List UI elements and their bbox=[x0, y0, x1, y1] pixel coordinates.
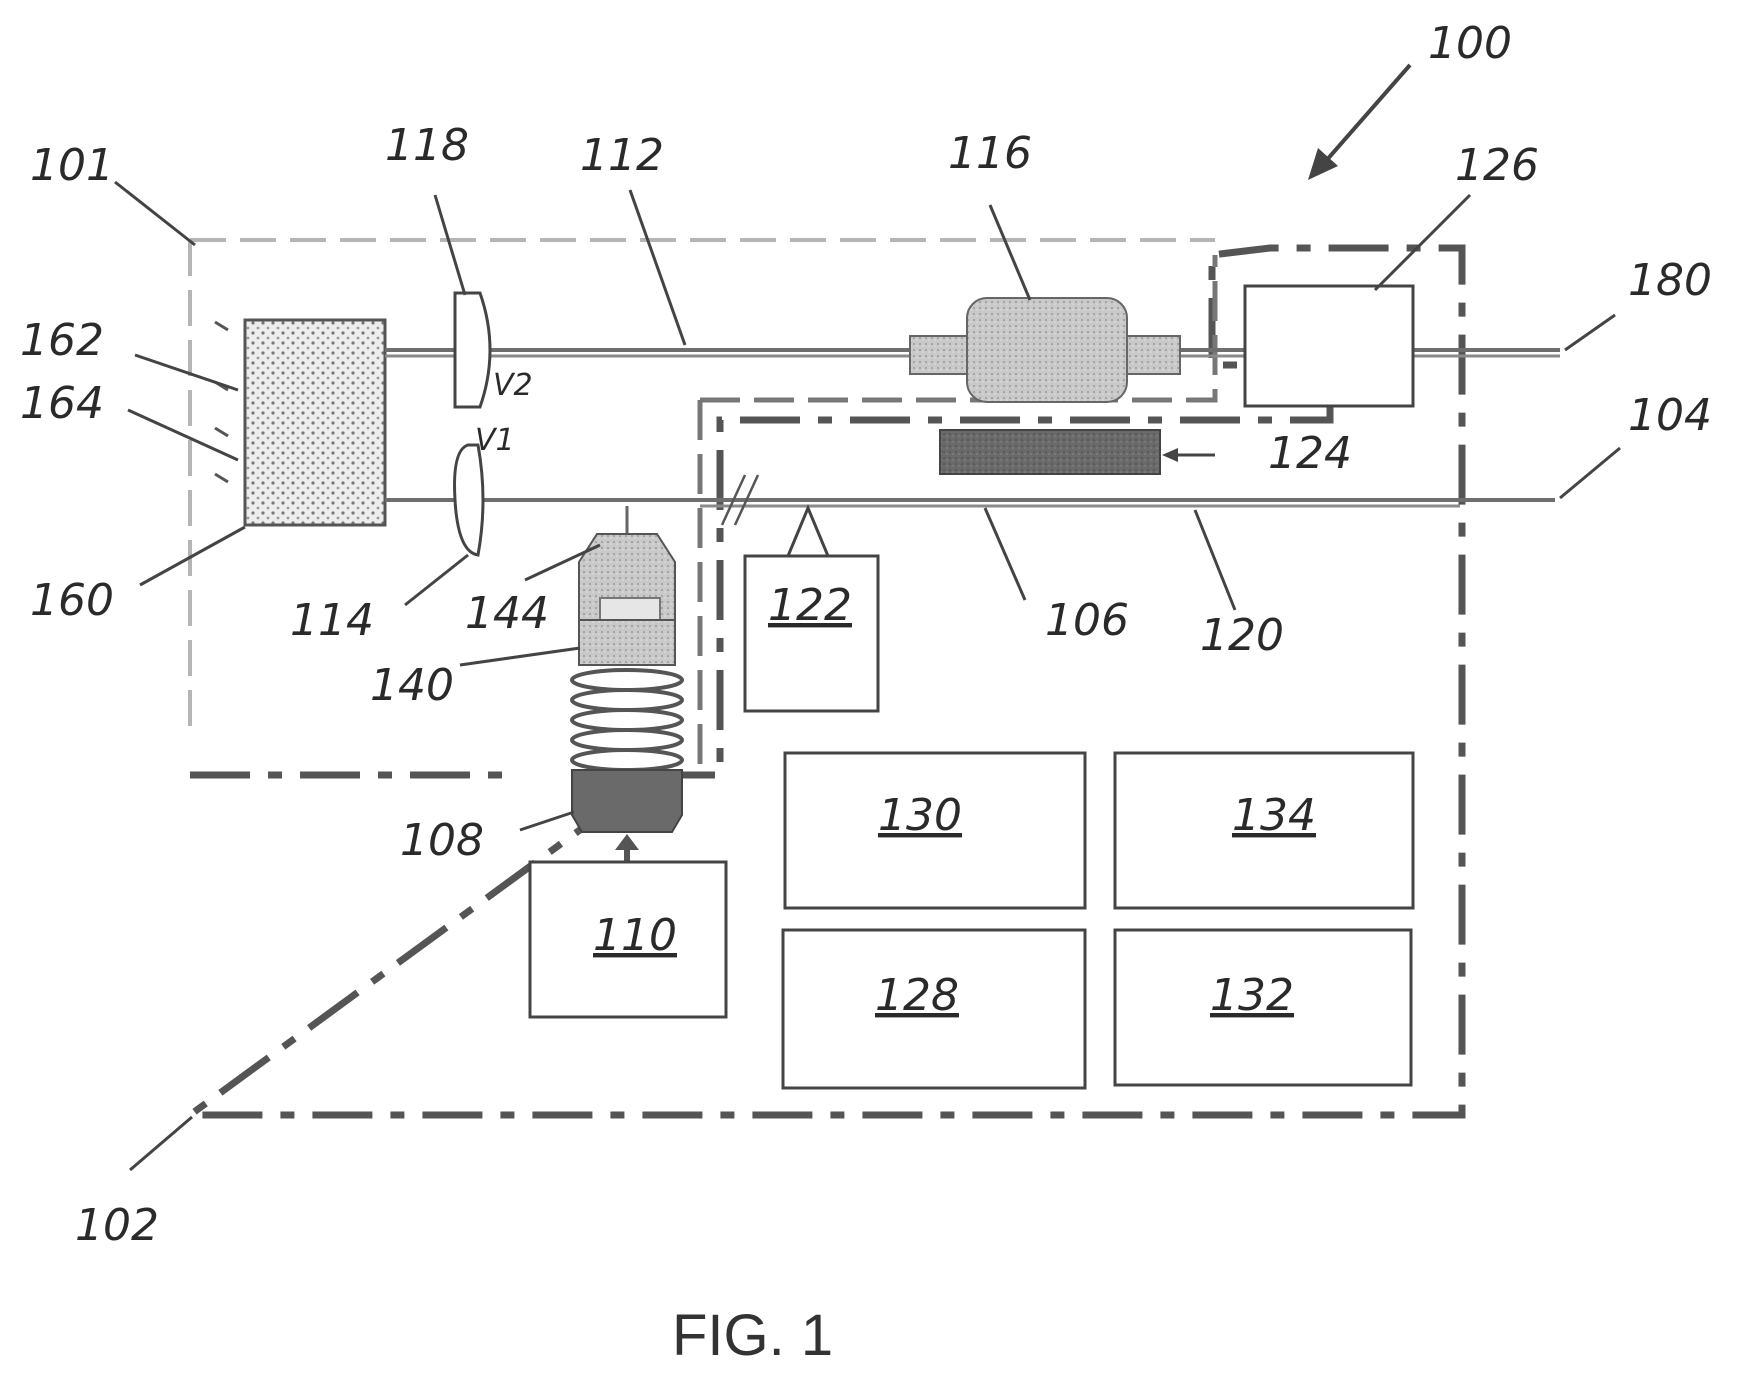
beam-104 bbox=[385, 500, 1555, 506]
emitter-ticks-162-164 bbox=[215, 322, 228, 482]
label-132: 132 bbox=[1210, 970, 1294, 1021]
block-124 bbox=[940, 430, 1160, 474]
label-102: 102 bbox=[75, 1200, 159, 1251]
label-180: 180 bbox=[1628, 255, 1712, 306]
label-106: 106 bbox=[1045, 595, 1129, 646]
arrow-100 bbox=[1308, 65, 1410, 180]
label-144: 144 bbox=[465, 588, 549, 639]
label-162: 162 bbox=[20, 315, 104, 366]
box-122-peak bbox=[788, 508, 828, 556]
lens-118 bbox=[455, 293, 490, 407]
label-114: 114 bbox=[290, 595, 374, 646]
modulator-116 bbox=[910, 298, 1180, 402]
label-101: 101 bbox=[30, 140, 114, 191]
label-122: 122 bbox=[768, 580, 852, 631]
source-160 bbox=[245, 320, 385, 525]
label-v2: V2 bbox=[493, 368, 533, 403]
label-124: 124 bbox=[1268, 428, 1352, 479]
label-160: 160 bbox=[30, 575, 114, 626]
label-100: 100 bbox=[1428, 18, 1512, 69]
label-126: 126 bbox=[1455, 140, 1539, 191]
label-120: 120 bbox=[1200, 610, 1284, 661]
label-116: 116 bbox=[948, 128, 1032, 179]
label-v1: V1 bbox=[475, 423, 515, 458]
lens-114 bbox=[455, 445, 483, 555]
label-128: 128 bbox=[875, 970, 959, 1021]
label-134: 134 bbox=[1232, 790, 1316, 841]
objective-assembly-140 bbox=[572, 506, 682, 770]
label-112: 112 bbox=[580, 130, 664, 181]
label-108: 108 bbox=[400, 815, 484, 866]
box-126 bbox=[1245, 286, 1413, 406]
figure-caption: FIG. 1 bbox=[672, 1303, 833, 1368]
label-130: 130 bbox=[878, 790, 962, 841]
arrow-124-head bbox=[1162, 448, 1178, 462]
stage-108 bbox=[572, 770, 682, 832]
label-118: 118 bbox=[385, 120, 469, 171]
label-110: 110 bbox=[593, 910, 677, 961]
label-104: 104 bbox=[1628, 390, 1712, 441]
label-140: 140 bbox=[370, 660, 454, 711]
label-164: 164 bbox=[20, 378, 104, 429]
